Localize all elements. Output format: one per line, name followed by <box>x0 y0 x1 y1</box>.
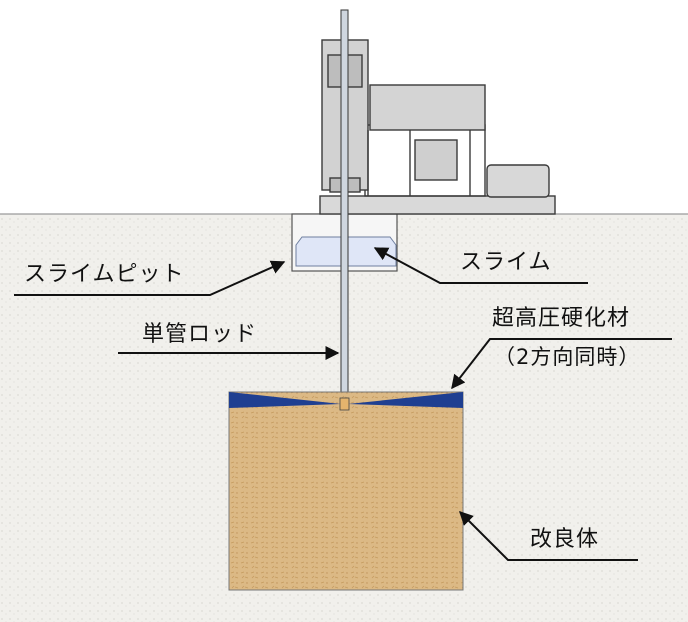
leader-improved-body <box>459 511 638 561</box>
nozzle <box>339 397 350 411</box>
label-single-rod: 単管ロッド <box>142 322 258 347</box>
improved-body <box>228 391 464 591</box>
rod <box>340 9 349 409</box>
hardener-jet-right <box>348 392 463 408</box>
label-hardener-note: （2方向同時） <box>494 345 641 369</box>
control-unit <box>414 139 458 181</box>
leader-slime-pit <box>14 260 286 296</box>
leader-slime <box>373 247 588 284</box>
machine-base <box>319 195 556 215</box>
motor <box>486 164 550 198</box>
hardener-jet-left <box>229 392 341 408</box>
drilling-machine <box>319 39 556 215</box>
label-slime: スライム <box>460 250 552 275</box>
leader-hardener <box>451 338 672 390</box>
engine-box <box>369 84 486 131</box>
label-hardener: 超高圧硬化材 <box>492 306 631 331</box>
label-slime-pit: スライムピット <box>24 262 185 287</box>
label-improved-body: 改良体 <box>530 527 600 552</box>
